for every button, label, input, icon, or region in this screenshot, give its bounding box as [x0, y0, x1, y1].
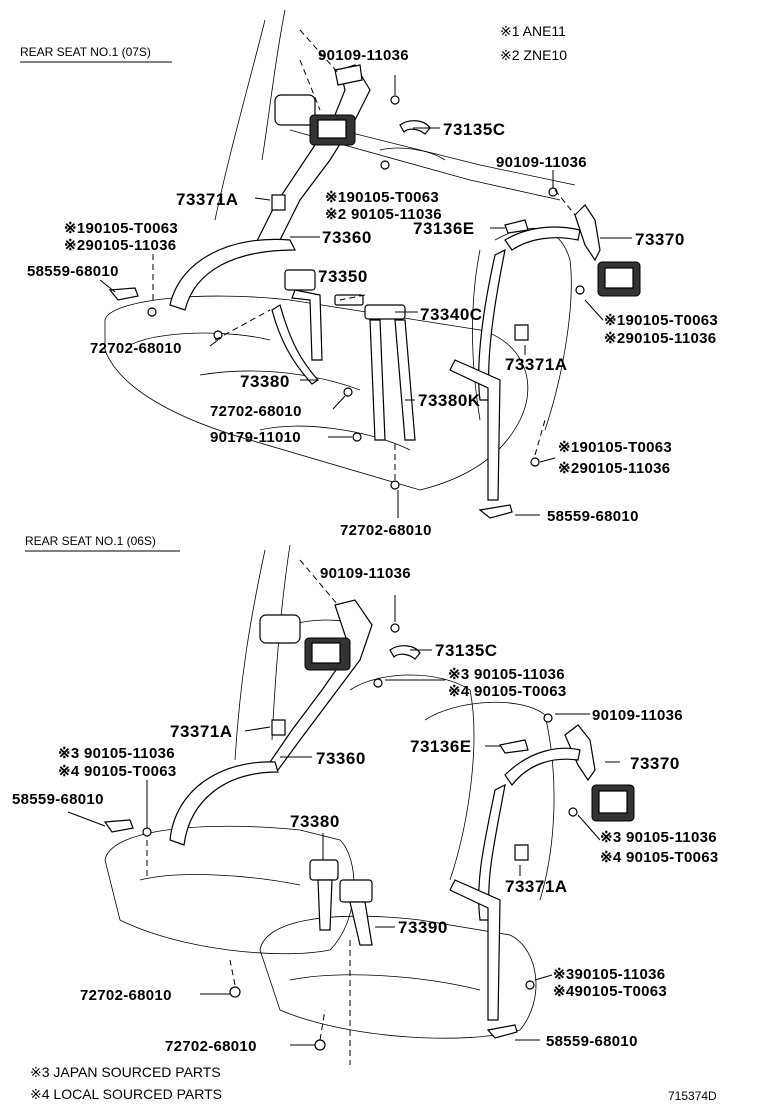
s1-label-c: 90109-11036: [496, 154, 587, 171]
s2-label-o2: ※490105-T0063: [553, 983, 667, 1000]
s2-label-q: 72702-68010: [165, 1038, 257, 1055]
s2-label-n: 73390: [398, 918, 448, 937]
s2-label-j: 58559-68010: [12, 791, 104, 808]
s1-label-t2: ※290105-11036: [558, 460, 670, 477]
s1-label-q: 72702-68010: [210, 403, 302, 420]
s1-label-e1: ※190105-T0063: [325, 189, 439, 206]
s1-label-l: 73340C: [420, 305, 483, 324]
s1-label-u: 58559-68010: [547, 508, 639, 525]
s1-label-v: 72702-68010: [340, 522, 432, 539]
s2-label-d: 90109-11036: [592, 707, 683, 724]
s2-label-g: 73136E: [410, 737, 472, 756]
s2-label-e: 73371A: [170, 722, 233, 741]
s2-label-m: 73371A: [505, 877, 568, 896]
s1-label-f: 73136E: [413, 219, 475, 238]
s2-label-k1: ※3 90105-11036: [600, 829, 717, 846]
s2-label-a: 90109-11036: [320, 565, 411, 582]
s2-label-l: 73380: [290, 812, 340, 831]
note-zne10: ※2 ZNE10: [500, 47, 567, 63]
note-local-sourced: ※4 LOCAL SOURCED PARTS: [30, 1086, 222, 1102]
s1-label-n2: ※290105-11036: [64, 237, 176, 254]
s2-label-r: 58559-68010: [546, 1033, 638, 1050]
section1-title: REAR SEAT NO.1 (07S): [20, 45, 151, 59]
s1-label-d: 73371A: [176, 190, 239, 209]
s1-label-a: 90109-11036: [318, 47, 409, 64]
section2-title: REAR SEAT NO.1 (06S): [25, 534, 156, 548]
s1-label-j: 73350: [318, 267, 368, 286]
section2-drawing: [67, 544, 635, 1065]
s1-label-e2: ※2 90105-11036: [325, 206, 442, 223]
s2-label-k2: ※4 90105-T0063: [600, 849, 719, 866]
s1-label-n1: ※190105-T0063: [64, 220, 178, 237]
s1-label-k: 58559-68010: [27, 263, 119, 280]
s1-label-g: 73370: [635, 230, 685, 249]
s1-label-r: 73380K: [418, 391, 481, 410]
s1-label-s: 90179-11010: [210, 429, 301, 446]
s2-label-h: 73360: [316, 749, 366, 768]
s1-label-t1: ※190105-T0063: [558, 439, 672, 456]
s1-label-p: 73380: [240, 372, 290, 391]
note-anel1: ※1 ANE11: [500, 23, 566, 39]
s1-label-i: 73360: [322, 228, 372, 247]
s2-label-p: 72702-68010: [80, 987, 172, 1004]
s1-label-b: 73135C: [443, 120, 506, 139]
s2-label-i: 73370: [630, 754, 680, 773]
note-japan-sourced: ※3 JAPAN SOURCED PARTS: [30, 1064, 221, 1080]
s1-label-m: 72702-68010: [90, 340, 182, 357]
s2-label-f2: ※4 90105-T0063: [58, 763, 177, 780]
s1-label-h1: ※190105-T0063: [604, 312, 718, 329]
figure-id: 715374D: [668, 1089, 717, 1103]
s2-label-c1: ※3 90105-11036: [448, 666, 565, 683]
section1-drawing: [99, 9, 641, 519]
s1-label-h2: ※290105-11036: [604, 330, 716, 347]
s2-label-f1: ※3 90105-11036: [58, 745, 175, 762]
s2-label-b: 73135C: [435, 641, 498, 660]
s2-label-o1: ※390105-11036: [553, 966, 665, 983]
s1-label-o: 73371A: [505, 355, 568, 374]
s2-label-c2: ※4 90105-T0063: [448, 683, 567, 700]
